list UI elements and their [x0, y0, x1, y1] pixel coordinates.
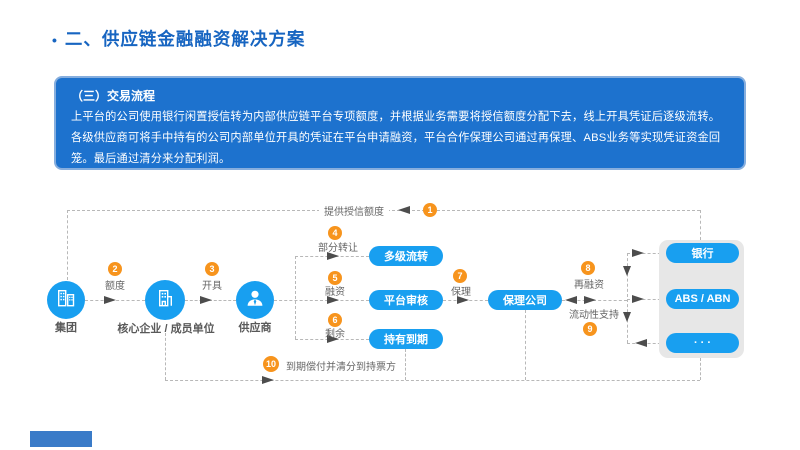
- title-bullet: •: [52, 32, 58, 48]
- dashed-connector: [165, 380, 700, 381]
- step-label-6: 剩余: [325, 329, 345, 340]
- step-label-4: 部分转让: [318, 243, 358, 254]
- arrow-right-icon: [200, 296, 212, 304]
- arrow-right-icon: [327, 252, 339, 260]
- step-label-2: 额度: [105, 281, 125, 292]
- dashed-connector: [525, 310, 526, 380]
- dashed-connector: [627, 253, 628, 343]
- node-supplier: [236, 281, 274, 319]
- building-group-icon: [55, 287, 77, 314]
- node-group: [47, 281, 85, 319]
- node-label-supplier: 供应商: [238, 322, 272, 334]
- dashed-connector: [274, 300, 369, 301]
- pill-more: · · ·: [666, 333, 739, 353]
- dashed-connector: [700, 210, 701, 240]
- step-badge-3: 3: [205, 262, 219, 276]
- bottom-accent-bar: [30, 431, 92, 447]
- info-heading: （三）交易流程: [71, 89, 156, 103]
- step-label-5: 融资: [325, 287, 345, 298]
- page-title: • 二、供应链金融融资解决方案: [52, 26, 305, 51]
- step-badge-4: 4: [328, 226, 342, 240]
- arrow-right-icon: [457, 296, 469, 304]
- arrow-right-icon: [632, 249, 644, 257]
- step-badge-7: 7: [453, 269, 467, 283]
- pill-platform-review: 平台审核: [369, 290, 443, 310]
- top-flow-label: 提供授信额度: [319, 203, 389, 218]
- dashed-connector: [627, 299, 666, 300]
- step-label-10: 到期偿付并清分到持票方: [286, 362, 396, 373]
- title-text: 二、供应链金融融资解决方案: [64, 29, 306, 49]
- node-core-enterprise: [145, 280, 185, 320]
- arrow-down-icon: [623, 312, 631, 322]
- step-badge-9: 9: [583, 322, 597, 336]
- step-label-9: 流动性支持: [569, 310, 619, 321]
- step-label-8: 再融资: [574, 280, 604, 291]
- arrow-right-icon: [262, 376, 274, 384]
- arrow-right-icon: [327, 296, 339, 304]
- arrow-right-icon: [104, 296, 116, 304]
- node-label-core: 核心企业 / 成员单位: [117, 323, 215, 335]
- arrow-right-icon: [327, 335, 339, 343]
- step-badge-10: 10: [263, 356, 279, 372]
- pill-bank: 银行: [666, 243, 739, 263]
- dashed-connector: [627, 253, 666, 254]
- step-badge-2: 2: [108, 262, 122, 276]
- arrow-left-icon: [398, 206, 410, 214]
- arrow-right-icon: [584, 296, 596, 304]
- step-badge-6: 6: [328, 313, 342, 327]
- node-label-group: 集团: [55, 322, 77, 334]
- step-badge-5: 5: [328, 271, 342, 285]
- arrow-down-icon: [623, 266, 631, 276]
- person-icon: [244, 287, 266, 314]
- step-label-3: 开具: [202, 281, 222, 292]
- dashed-connector: [405, 349, 406, 380]
- arrow-left-icon: [565, 296, 577, 304]
- pill-hold-to-maturity: 持有到期: [369, 329, 443, 349]
- pill-abs-abn: ABS / ABN: [666, 289, 739, 309]
- dashed-connector: [67, 210, 68, 280]
- pill-factoring-company: 保理公司: [488, 290, 562, 310]
- arrow-right-icon: [632, 295, 644, 303]
- dashed-connector: [295, 256, 296, 339]
- dashed-connector: [165, 333, 166, 380]
- info-box: （三）交易流程 上平台的公司使用银行闲置授信转为内部供应链平台专项额度，并根据业…: [54, 76, 746, 170]
- pill-multi-transfer: 多级流转: [369, 246, 443, 266]
- dashed-connector: [700, 358, 701, 380]
- building-icon: [154, 287, 176, 314]
- step-label-7: 保理: [451, 287, 471, 298]
- step-badge-8: 8: [581, 261, 595, 275]
- arrow-left-icon: [635, 339, 647, 347]
- info-body: 上平台的公司使用银行闲置授信转为内部供应链平台专项额度，并根据业务需要将授信额度…: [71, 111, 721, 165]
- step-badge-1: 1: [423, 203, 437, 217]
